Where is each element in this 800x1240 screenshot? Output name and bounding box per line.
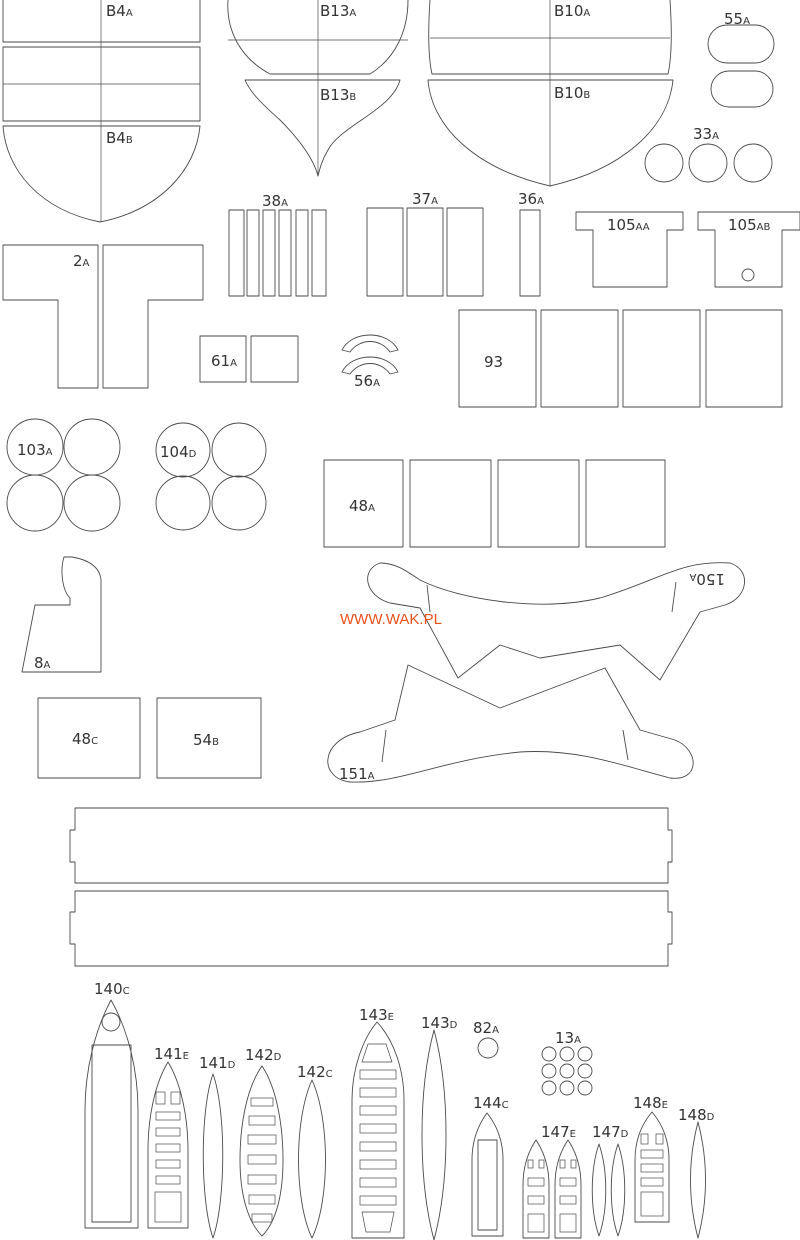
part-2 [2, 244, 204, 389]
part-93 [458, 309, 783, 408]
part-label-48c: 48C [72, 730, 98, 748]
part-150 [367, 562, 745, 681]
part-label-82a: 82A [473, 1019, 499, 1037]
part-label-142c: 142C [297, 1063, 333, 1081]
part-56 [341, 334, 399, 375]
part-label-105aa: 105AA [607, 216, 650, 234]
part-label-37a: 37A [412, 190, 438, 208]
part-label-93: 93 [484, 353, 503, 371]
part-label-54b: 54B [193, 731, 219, 749]
part-label-148d: 148D [678, 1106, 715, 1124]
part-b13 [227, 0, 409, 177]
part-label-103a: 103A [17, 441, 53, 459]
part-label-36a: 36A [518, 190, 544, 208]
part-labels: B4A B4B B13A B13B B10A B10B 55A 33A 2A 38A 37A 36A 1… [17, 2, 770, 1141]
part-48a [323, 459, 666, 548]
part-label-150a: 150A [689, 570, 725, 588]
part-label-61a: 61A [211, 352, 237, 370]
part-label-142d: 142D [245, 1046, 282, 1064]
part-label-48a: 48A [349, 497, 375, 515]
part-label-140c: 140C [94, 980, 130, 998]
part-label-144c: 144C [473, 1094, 509, 1112]
part-55 [707, 24, 775, 108]
part-label-147d: 147D [592, 1123, 629, 1141]
part-label-b10b: B10B [554, 84, 590, 102]
part-label-148e: 148E [633, 1094, 668, 1112]
part-boats [84, 999, 706, 1240]
part-38 [228, 209, 327, 297]
part-b4 [2, 0, 201, 223]
part-label-33a: 33A [693, 125, 719, 143]
part-label-147e: 147E [541, 1123, 576, 1141]
part-label-b4b: B4B [106, 129, 133, 147]
part-long-strips [69, 807, 673, 967]
part-label-38a: 38A [262, 192, 288, 210]
part-label-b4a: B4A [106, 2, 133, 20]
part-33 [644, 143, 773, 183]
part-label-141e: 141E [154, 1045, 189, 1063]
part-37 [366, 207, 484, 297]
part-label-b13b: B13B [320, 86, 356, 104]
part-36 [519, 209, 541, 297]
part-label-141d: 141D [199, 1054, 236, 1072]
part-103 [6, 418, 121, 532]
part-8 [21, 556, 102, 673]
part-61 [199, 335, 299, 383]
part-151 [327, 664, 694, 783]
part-b10 [427, 0, 674, 187]
part-label-143e: 143E [359, 1006, 394, 1024]
part-label-151a: 151A [339, 765, 375, 783]
part-48c-54b [37, 697, 262, 779]
part-label-2a: 2A [73, 252, 90, 270]
part-label-13a: 13A [555, 1029, 581, 1047]
part-13 [541, 1046, 593, 1096]
part-105 [575, 211, 800, 288]
part-label-b13a: B13A [320, 2, 356, 20]
part-label-105ab: 105AB [728, 216, 770, 234]
part-label-55a: 55A [724, 10, 750, 28]
part-label-b10a: B10A [554, 2, 590, 20]
part-label-8a: 8A [34, 654, 51, 672]
part-label-143d: 143D [421, 1014, 458, 1032]
part-82 [477, 1037, 499, 1059]
part-label-104d: 104D [160, 443, 197, 461]
website-label: WWW.WAK.PL [340, 611, 442, 628]
part-label-56a: 56A [354, 372, 380, 390]
part-104 [155, 422, 267, 531]
